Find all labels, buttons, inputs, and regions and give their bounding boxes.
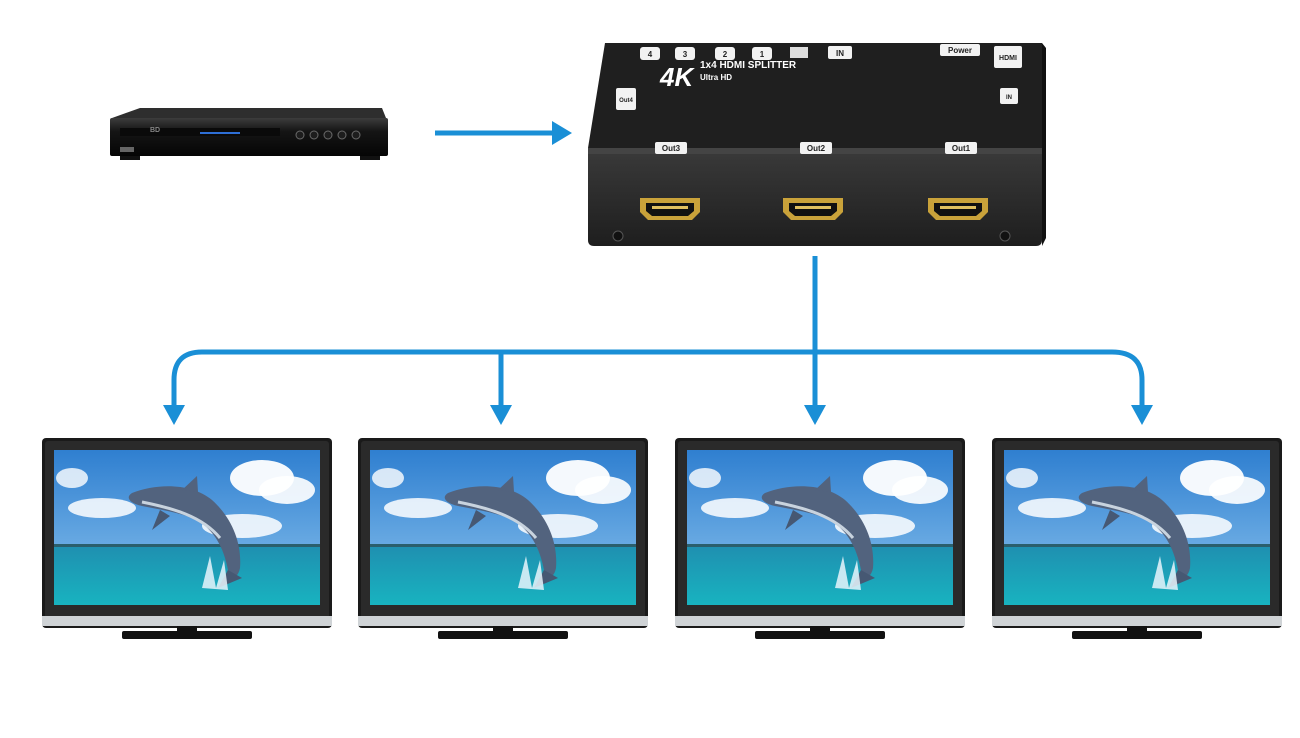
- blu-ray-player: BD: [110, 108, 388, 160]
- in-label: IN: [836, 49, 844, 58]
- display-2: [356, 436, 650, 641]
- in-badge: IN: [1006, 95, 1012, 101]
- splitter-title: 1x4 HDMI SPLITTER: [700, 60, 797, 71]
- port-label-out2: Out2: [807, 144, 826, 153]
- splitter-top-buttons: 4 3 2 1 IN: [640, 46, 852, 60]
- hdmi-label: HDMI: [999, 55, 1017, 62]
- top-button-1: 1: [760, 50, 765, 59]
- output-arrowheads: [163, 405, 1153, 425]
- display-3: [673, 436, 967, 641]
- hdmi-port-out3: [640, 198, 700, 220]
- port-label-out3: Out3: [662, 144, 681, 153]
- port-label-out1: Out1: [952, 144, 971, 153]
- display-1: [40, 436, 334, 641]
- input-arrow: [435, 121, 572, 145]
- top-button-4: 4: [648, 50, 653, 59]
- top-button-2: 2: [723, 50, 728, 59]
- out4-label: Out4: [619, 98, 633, 104]
- hdmi-splitter: 4 3 2 1 IN 4K 1x4 HDMI SPLITTER Ultra HD…: [588, 43, 1046, 246]
- hdmi-port-out1: [928, 198, 988, 220]
- power-label: Power: [948, 46, 972, 55]
- display-4: [990, 436, 1284, 641]
- hdmi-port-out2: [783, 198, 843, 220]
- splitter-4k-logo: 4K: [659, 62, 695, 92]
- output-arrows: [171, 256, 1145, 408]
- top-button-3: 3: [683, 50, 688, 59]
- player-logo: BD: [150, 127, 160, 134]
- splitter-subtitle: Ultra HD: [700, 73, 732, 82]
